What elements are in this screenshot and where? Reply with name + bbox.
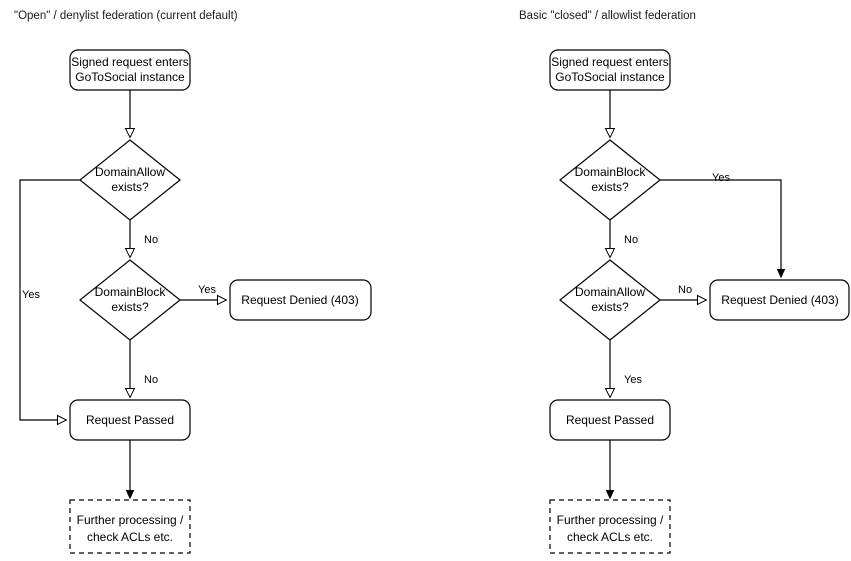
node-domainallow-right xyxy=(559,259,661,341)
node-domainblock-right xyxy=(559,139,661,221)
edge-label-domainallow-no-right: No xyxy=(678,284,692,296)
node-domainblock-left-line2: exists? xyxy=(111,300,149,314)
node-entry-right-line1: Signed request enters xyxy=(551,55,668,69)
node-further-processing-right-line2: check ACLs etc. xyxy=(567,530,653,544)
node-domainblock-right-line1: DomainBlock xyxy=(575,165,647,179)
node-request-denied-right-label: Request Denied (403) xyxy=(721,293,838,307)
node-entry-left xyxy=(69,49,191,91)
node-entry-right xyxy=(549,49,671,91)
node-request-passed-left-label: Request Passed xyxy=(86,413,174,427)
node-domainallow-left xyxy=(79,139,181,221)
node-request-passed-left xyxy=(69,399,191,441)
edge-label-domainblock-yes-left: Yes xyxy=(198,284,216,296)
node-domainallow-right-line2: exists? xyxy=(591,300,629,314)
edge-label-domainallow-yes-right: Yes xyxy=(624,374,642,386)
node-entry-left-line2: GoToSocial instance xyxy=(75,70,185,84)
panel-title-closed-allowlist: Basic "closed" / allowlist federation xyxy=(519,10,696,22)
node-domainallow-left-line1: DomainAllow xyxy=(95,165,165,179)
node-domainallow-right-line1: DomainAllow xyxy=(575,285,645,299)
node-further-processing-left-line2: check ACLs etc. xyxy=(87,530,173,544)
node-domainblock-left-line1: DomainBlock xyxy=(95,285,167,299)
node-request-denied-left-label: Request Denied (403) xyxy=(241,293,358,307)
node-entry-right-line2: GoToSocial instance xyxy=(555,70,665,84)
node-domainallow-left-line2: exists? xyxy=(111,180,149,194)
edge-domainallow-yes-to-passed-left xyxy=(19,179,80,420)
edge-label-domainblock-no-right: No xyxy=(624,234,638,246)
edge-domainblock-yes-to-denied-right xyxy=(660,179,781,277)
node-further-processing-right xyxy=(549,499,671,554)
edge-label-domainblock-yes-right: Yes xyxy=(712,172,730,184)
panel-title-open-denylist: "Open" / denylist federation (current de… xyxy=(14,10,238,22)
node-request-passed-right xyxy=(549,399,671,441)
edge-label-domainallow-no-left: No xyxy=(144,234,158,246)
edge-label-domainblock-no-left: No xyxy=(144,374,158,386)
node-request-denied-left xyxy=(229,279,372,321)
node-domainblock-right-line2: exists? xyxy=(591,180,629,194)
node-further-processing-right-line1: Further processing / xyxy=(557,513,664,527)
node-request-passed-right-label: Request Passed xyxy=(566,413,654,427)
edge-label-domainallow-yes-left: Yes xyxy=(22,289,40,301)
node-domainblock-left xyxy=(79,259,181,341)
node-entry-left-line1: Signed request enters xyxy=(71,55,188,69)
node-further-processing-left-line1: Further processing / xyxy=(77,513,184,527)
node-further-processing-left xyxy=(69,499,191,554)
node-request-denied-right xyxy=(709,279,850,321)
